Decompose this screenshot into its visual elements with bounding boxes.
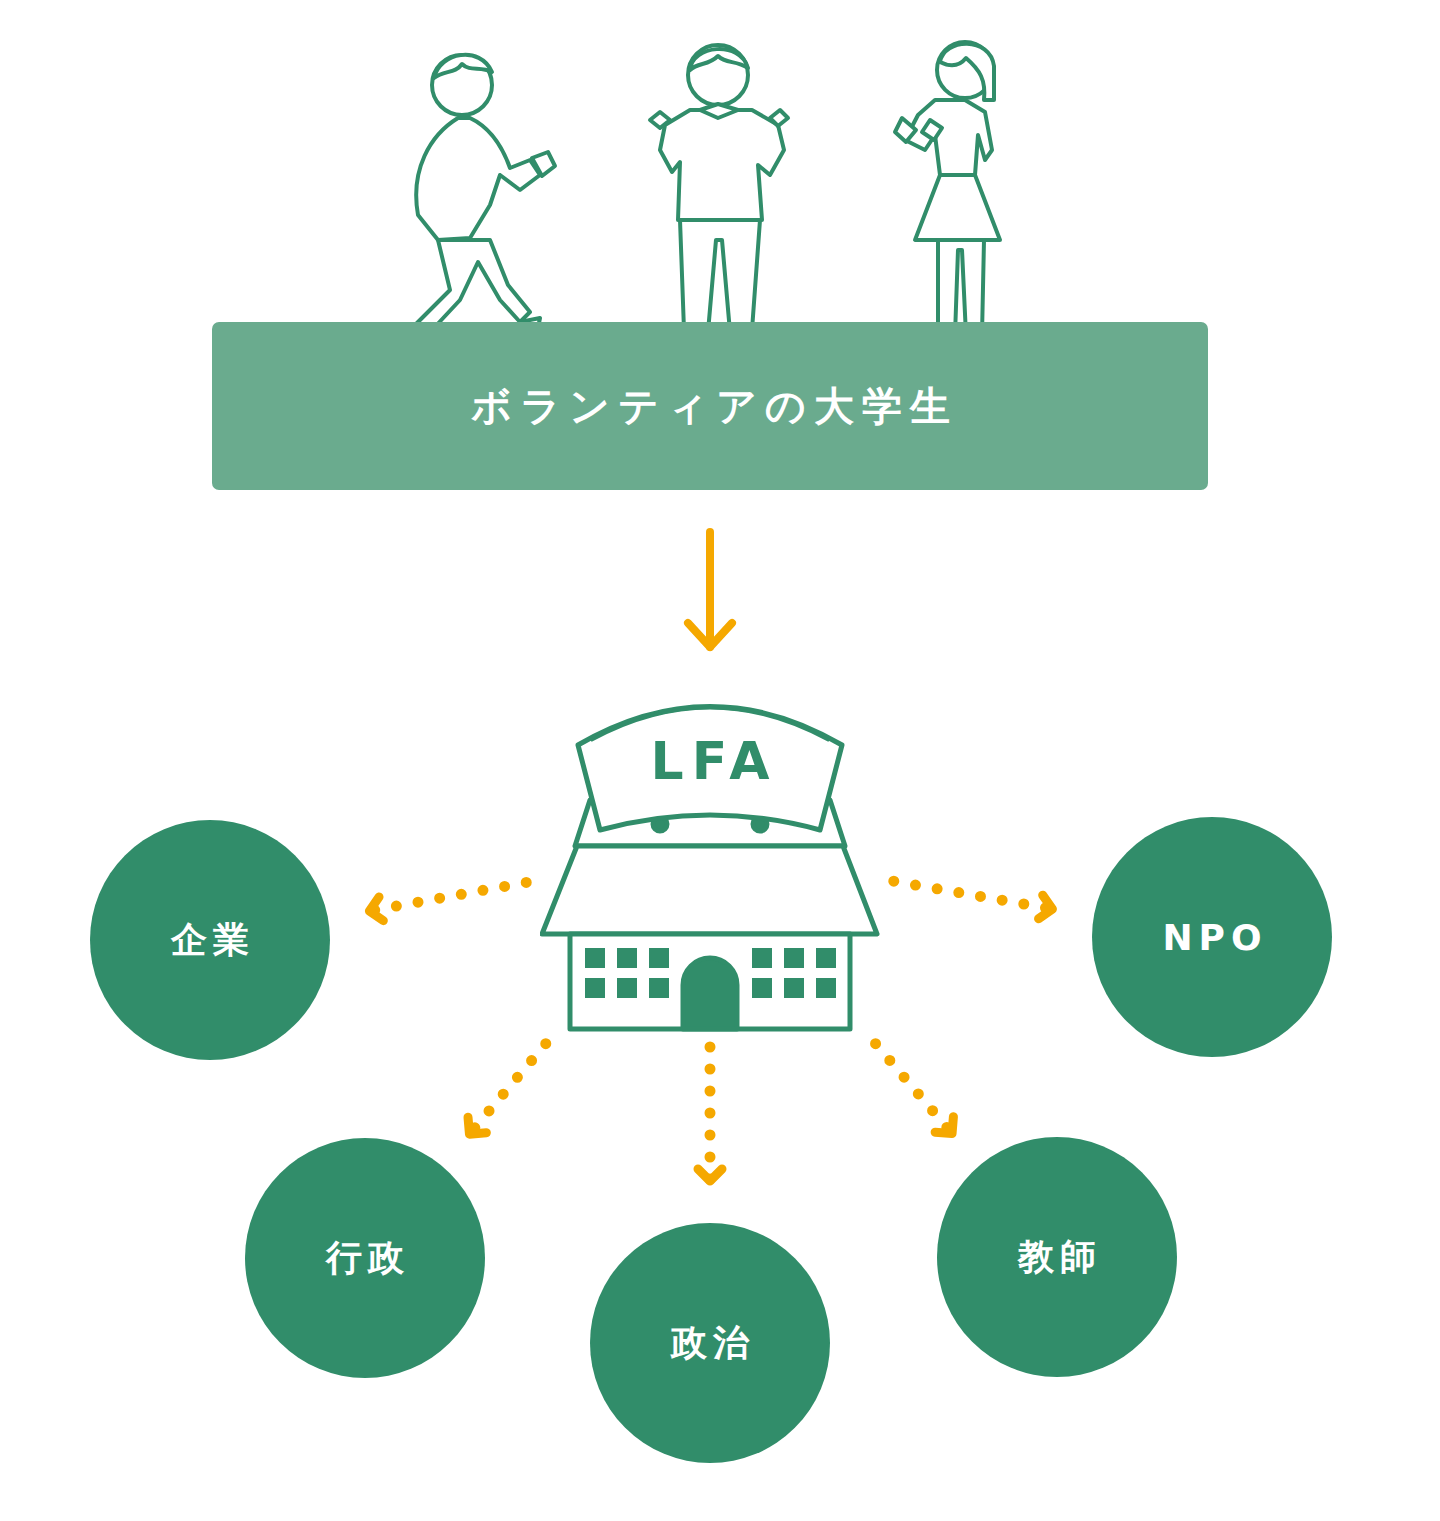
dotted-arrow <box>469 1044 545 1134</box>
stakeholder-circle: 行政 <box>245 1138 485 1378</box>
standing-person <box>895 42 1000 346</box>
roof <box>542 846 877 934</box>
circle-fill <box>937 1137 1177 1377</box>
volunteer-band: ボランティアの大学生 <box>212 322 1208 490</box>
window <box>816 978 836 998</box>
window <box>752 978 772 998</box>
standing-person <box>650 45 788 346</box>
circle-fill <box>590 1223 830 1463</box>
circle-label: NPO <box>1156 917 1267 958</box>
window <box>816 948 836 968</box>
window <box>649 948 669 968</box>
window <box>585 948 605 968</box>
stakeholder-circle: 政治 <box>590 1223 830 1463</box>
window <box>585 978 605 998</box>
stakeholder-circle: 企業 <box>90 820 330 1060</box>
door <box>683 958 737 1029</box>
circle-fill <box>1092 817 1332 1057</box>
stakeholder-circle: NPO <box>1092 817 1332 1057</box>
circle-label: 行政 <box>320 1234 410 1283</box>
stakeholder-circle: 教師 <box>937 1137 1177 1377</box>
window <box>649 978 669 998</box>
window <box>617 978 637 998</box>
building-body <box>570 934 850 1029</box>
dotted-arrow <box>369 882 526 911</box>
sign-label: LFA <box>540 731 880 791</box>
walking-person <box>402 55 555 360</box>
circle-label: 政治 <box>665 1319 755 1368</box>
band-label: ボランティアの大学生 <box>463 379 958 434</box>
circle-label: 企業 <box>165 916 255 965</box>
window <box>752 948 772 968</box>
flow-arrow <box>706 532 714 647</box>
lfa-building: LFA <box>540 665 880 1033</box>
window <box>617 948 637 968</box>
circle-fill <box>90 820 330 1060</box>
window <box>784 948 804 968</box>
circle-fill <box>245 1138 485 1378</box>
dotted-arrow <box>894 881 1053 909</box>
window <box>784 978 804 998</box>
building-drawing <box>540 665 880 1033</box>
dotted-arrow <box>876 1044 952 1134</box>
circle-label: 教師 <box>1012 1233 1102 1282</box>
dotted-arrow <box>705 1047 716 1181</box>
